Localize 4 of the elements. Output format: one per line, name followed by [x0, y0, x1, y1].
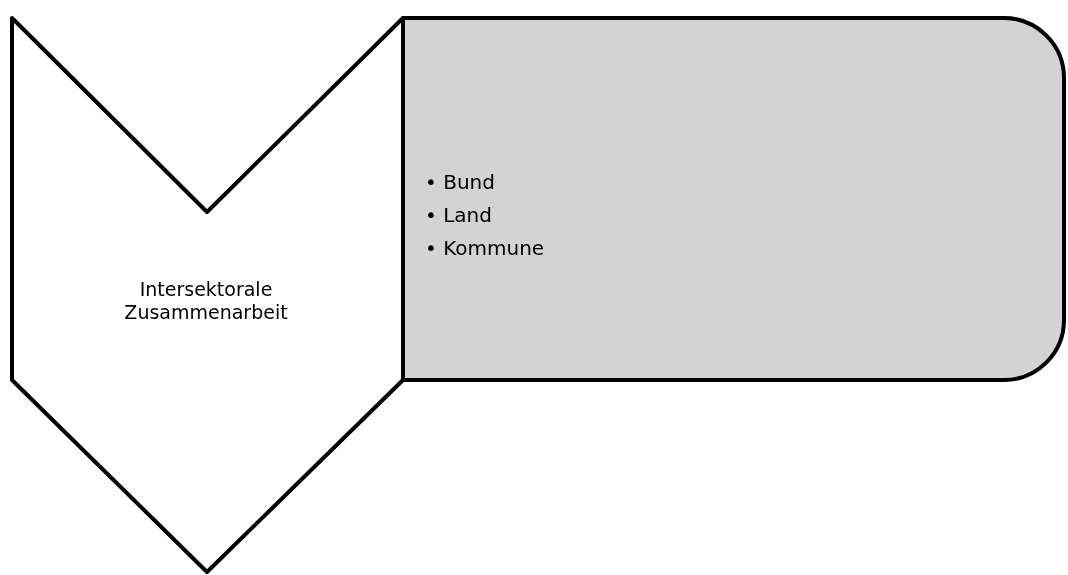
- bullet-item: • Bund: [425, 169, 496, 196]
- bullet-item: • Land: [425, 202, 493, 229]
- bullet-item: • Kommune: [425, 235, 545, 262]
- chevron-label: Intersektorale Zusammenarbeit: [123, 278, 289, 324]
